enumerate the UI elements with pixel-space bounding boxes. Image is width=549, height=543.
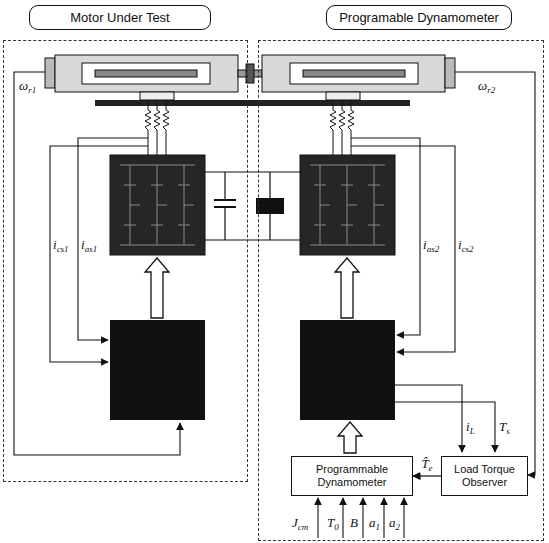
process-box: Programmable Dynamometer <box>291 456 413 496</box>
current-line <box>78 138 148 340</box>
inverter-bus <box>120 165 195 245</box>
signal-name: ias2 <box>423 238 439 254</box>
stator-window <box>290 63 418 84</box>
phase-wire <box>163 100 169 155</box>
inverter <box>300 155 395 255</box>
phase-wire <box>330 100 336 155</box>
signal-name: B <box>350 516 358 529</box>
current-line <box>50 146 148 362</box>
signal-name: ias1 <box>81 238 97 254</box>
switch-leg <box>368 165 384 245</box>
capacitor-symbol <box>214 200 236 207</box>
signal-name: Ts <box>499 420 510 436</box>
motor-end-cap <box>445 58 455 88</box>
region-heading: Programable Dynamometer <box>337 10 501 25</box>
command-arrow <box>335 258 359 318</box>
motor-body <box>262 55 445 92</box>
command-arrow <box>338 422 362 453</box>
heading-box: Programable Dynamometer <box>326 5 512 30</box>
signal-name: ics1 <box>53 238 69 254</box>
signal-name: iL <box>466 420 475 436</box>
brake-chopper <box>256 198 284 214</box>
region-heading: Motor Under Test <box>40 10 200 25</box>
switch-leg <box>178 165 194 245</box>
controller <box>110 320 205 420</box>
switch-leg <box>151 165 167 245</box>
phase-wire <box>339 100 345 155</box>
phase-wire <box>154 100 160 155</box>
process-box: Load Torque Observer <box>441 456 528 496</box>
inverter <box>110 155 205 255</box>
rotor <box>95 70 197 77</box>
switch-leg <box>341 165 357 245</box>
terminal-box <box>140 92 174 100</box>
inverter-bus <box>310 165 385 245</box>
dashed-region: Programable DynamometerProgrammable Dyna… <box>258 40 544 541</box>
base-plate <box>95 100 410 106</box>
phase-wires <box>145 100 354 155</box>
input-arrow <box>317 498 318 538</box>
phase-wire <box>348 100 354 155</box>
input-arrow <box>342 498 343 538</box>
stator-window <box>82 63 210 84</box>
input-arrow <box>403 498 404 538</box>
switch-leg <box>124 165 140 245</box>
signal-name: ωr2 <box>478 79 495 95</box>
motor-end-cap <box>45 58 55 88</box>
heading-box: Motor Under Test <box>29 5 211 30</box>
signal-name: T0 <box>327 516 339 532</box>
dashed-region: Motor Under Test <box>3 40 248 482</box>
signal-name: Jcm <box>292 516 308 532</box>
signal-name: ωr1 <box>19 79 36 95</box>
dc-link-rail <box>205 172 300 240</box>
current-line <box>351 138 420 335</box>
phase-wire <box>145 100 151 155</box>
box-label: Load Torque Observer <box>447 463 522 489</box>
current-line <box>351 146 455 352</box>
current-signal-line <box>395 385 462 452</box>
box-label: Programmable Dynamometer <box>297 463 407 489</box>
rotor <box>303 70 405 77</box>
controller <box>300 320 395 420</box>
input-arrow <box>383 498 384 538</box>
inverter-circuit <box>120 165 385 245</box>
switch-leg <box>314 165 330 245</box>
signal-name: ics2 <box>458 238 474 254</box>
input-arrow <box>362 498 363 538</box>
signal-lines <box>14 72 535 538</box>
signal-name: a1 <box>369 516 380 532</box>
connector <box>413 475 441 476</box>
terminal-box <box>326 92 360 100</box>
speed-line <box>14 72 180 455</box>
motor-body <box>55 55 238 92</box>
signal-name: a2 <box>389 516 400 532</box>
edge-label: T̂e <box>420 457 433 473</box>
command-arrow <box>145 258 169 318</box>
torque-signal-line <box>395 402 495 452</box>
